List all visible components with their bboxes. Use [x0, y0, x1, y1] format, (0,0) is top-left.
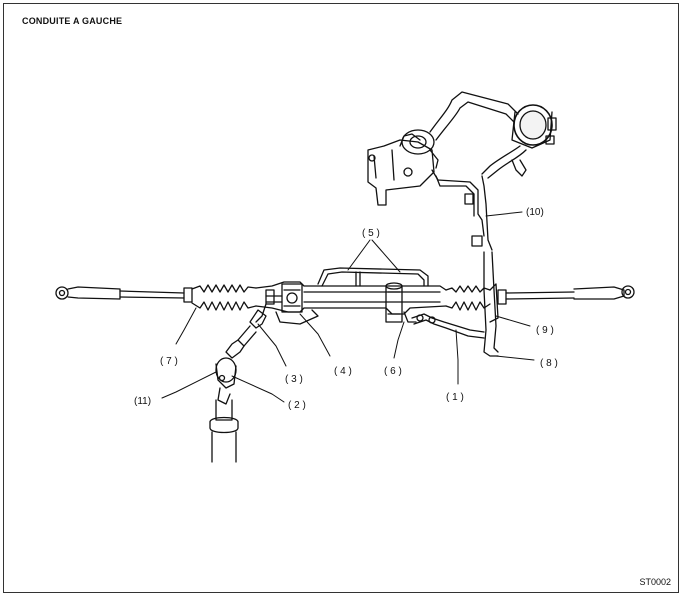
gearbox-housing	[255, 281, 447, 325]
left-boot	[191, 284, 257, 311]
callout-10: (10)	[526, 207, 544, 218]
pipes-5	[317, 267, 429, 287]
callout-3: ( 3 )	[285, 374, 303, 385]
callout-4: ( 4 )	[334, 366, 352, 377]
right-boot	[445, 285, 491, 311]
callout-7: ( 7 )	[160, 356, 178, 367]
pump-assembly	[367, 91, 557, 251]
steering-shaft	[209, 303, 267, 463]
callout-2: ( 2 )	[288, 400, 306, 411]
callout-11: (11)	[134, 396, 151, 407]
figure-code: ST0002	[639, 577, 671, 587]
hydraulic-lines	[403, 251, 499, 357]
callout-labels: ( 5 ) (10) ( 7 ) ( 3 ) ( 4 ) ( 6 ) ( 1 )…	[134, 207, 558, 411]
callout-1: ( 1 )	[446, 392, 464, 403]
diagram-frame	[3, 3, 679, 593]
left-tie-rod	[55, 286, 193, 303]
right-tie-rod	[497, 285, 635, 305]
callout-8: ( 8 )	[540, 358, 558, 369]
diagram-title: CONDUITE A GAUCHE	[22, 16, 123, 26]
callout-9: ( 9 )	[536, 325, 554, 336]
callout-6: ( 6 )	[384, 366, 402, 377]
callout-5: ( 5 )	[362, 228, 380, 239]
leader-lines	[161, 211, 535, 403]
